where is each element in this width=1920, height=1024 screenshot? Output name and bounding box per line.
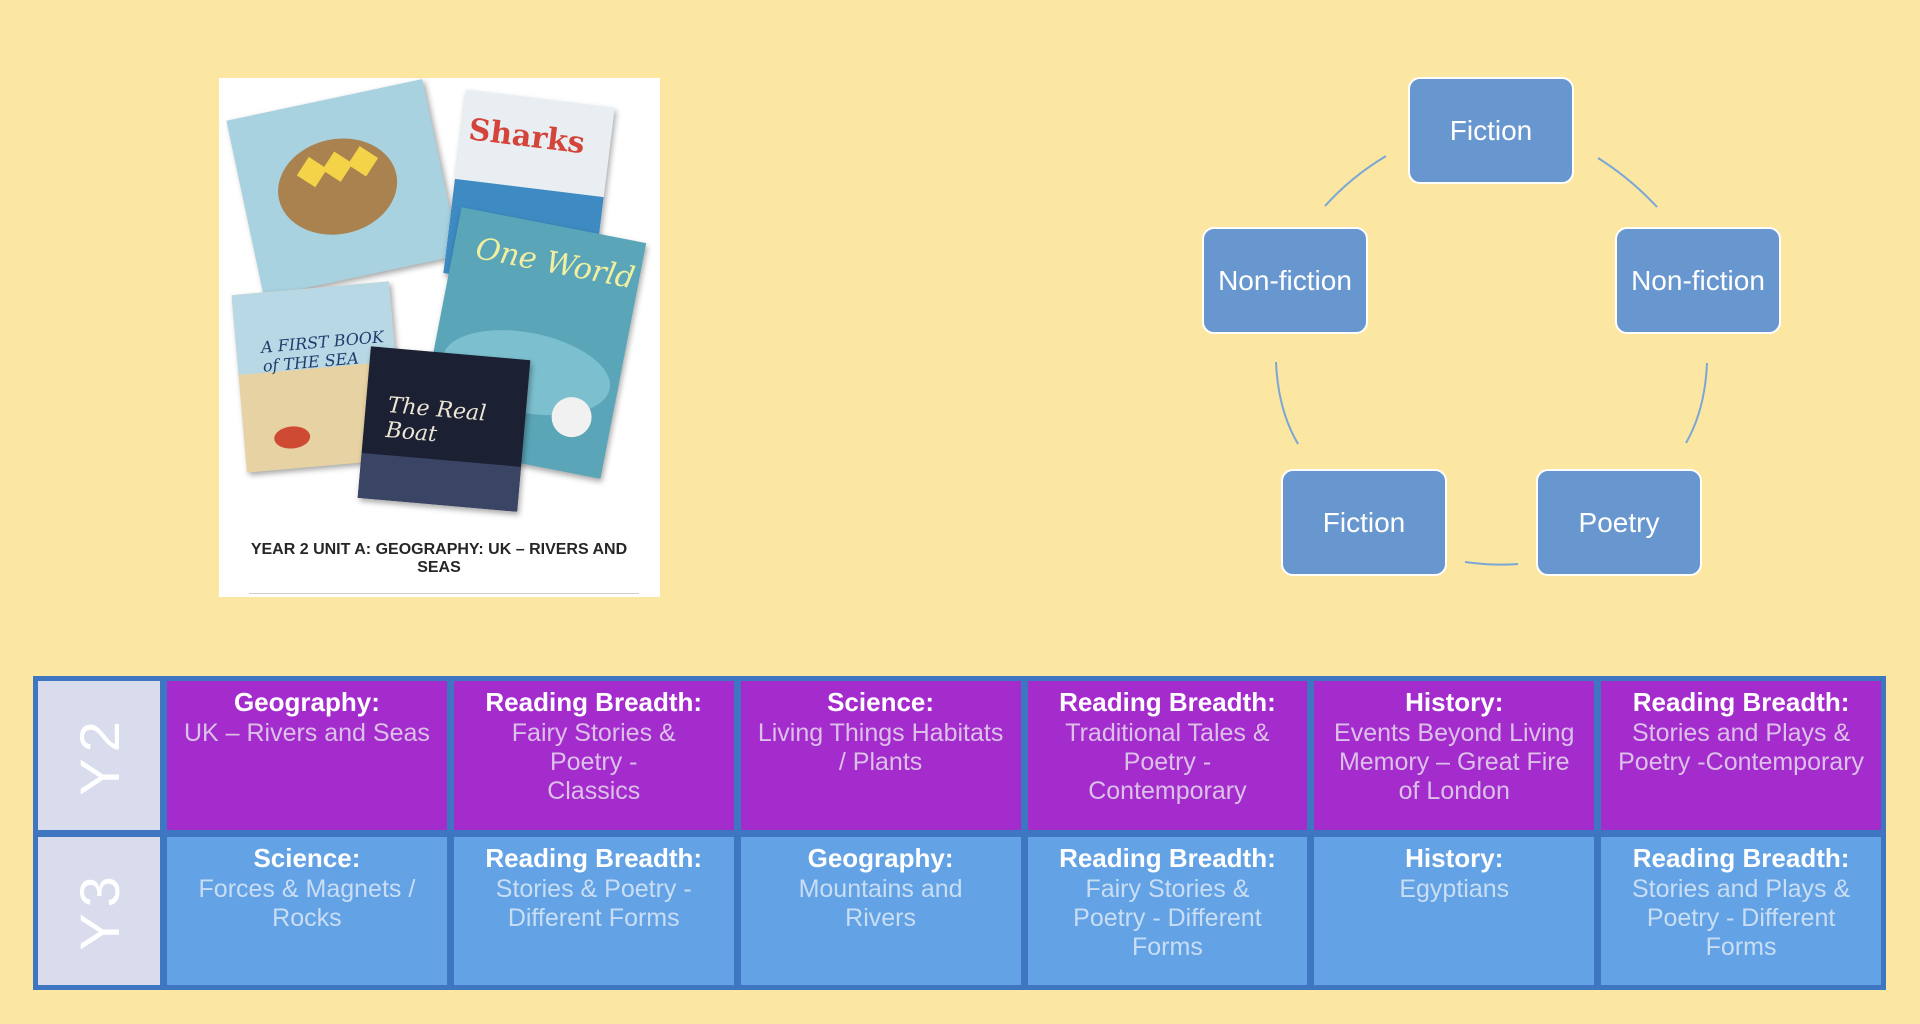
table-cell: Science: Living Things Habitats / Plants: [740, 681, 1021, 830]
cycle-arrow: [1597, 157, 1658, 208]
sharks-book-title: Sharks: [466, 112, 587, 162]
table-cell: History: Events Beyond Living Memory – G…: [1314, 681, 1595, 830]
cell-body: Stories & Poetry - Different Forms: [495, 874, 692, 932]
cycle-arrow: [1324, 155, 1387, 207]
cell-heading: Reading Breadth:: [1632, 687, 1850, 717]
cell-heading: History:: [1405, 687, 1504, 717]
year-cell-y2: Y2: [38, 681, 160, 830]
cell-heading: Geography:: [233, 687, 380, 717]
cycle-arrow: [1464, 561, 1519, 566]
cell-heading: Reading Breadth:: [485, 687, 703, 717]
sea-book-cover: [226, 79, 460, 297]
table-cell: Reading Breadth: Stories and Plays & Poe…: [1601, 681, 1881, 830]
cell-body: Events Beyond Living Memory – Great Fire…: [1334, 719, 1575, 805]
cell-heading: Reading Breadth:: [1632, 842, 1850, 873]
cycle-node-left: Non-fiction: [1202, 227, 1368, 334]
cell-heading: Science:: [827, 687, 935, 717]
cell-body: Living Things Habitats / Plants: [757, 719, 1004, 776]
cell-body: Stories and Plays & Poetry - Different F…: [1631, 874, 1851, 961]
table-cell: Reading Breadth: Stories and Plays & Poe…: [1601, 836, 1881, 985]
table-cell: Reading Breadth: Traditional Tales & Poe…: [1027, 681, 1308, 830]
cell-body: Forces & Magnets / Rocks: [198, 874, 416, 932]
cell-body: Fairy Stories & Poetry - Classics: [511, 719, 676, 805]
year-label: Y2: [67, 715, 131, 796]
cell-heading: Reading Breadth:: [1059, 842, 1276, 873]
cell-body: Egyptians: [1399, 874, 1510, 903]
crab-illustration: [273, 424, 312, 451]
table-cell: Geography: Mountains and Rivers: [740, 836, 1021, 985]
cell-heading: Reading Breadth:: [485, 842, 703, 873]
book-collage-image: Sharks One World A FIRST BOOK of THE SEA…: [219, 78, 660, 597]
cell-body: UK – Rivers and Seas: [183, 719, 430, 747]
turtle-illustration: [269, 127, 407, 246]
real-boat-book-cover: The Real Boat: [357, 346, 531, 512]
caption-divider: [249, 593, 639, 594]
cell-heading: Reading Breadth:: [1059, 687, 1276, 717]
cycle-node-right: Non-fiction: [1615, 227, 1781, 334]
cell-body: Stories and Plays & Poetry -Contemporary: [1618, 719, 1865, 776]
real-boat-book-title: The Real Boat: [384, 393, 488, 448]
cell-heading: History:: [1405, 842, 1504, 873]
year-label: Y3: [67, 870, 131, 952]
table-cell: Science: Forces & Magnets / Rocks: [167, 836, 447, 985]
cycle-node-bottom-right: Poetry: [1536, 469, 1702, 576]
table-cell: Reading Breadth: Fairy Stories & Poetry …: [453, 681, 734, 830]
cell-heading: Science:: [253, 842, 361, 873]
cell-body: Traditional Tales & Poetry - Contemporar…: [1065, 719, 1270, 805]
cycle-arrow: [1685, 362, 1708, 444]
table-cell: Reading Breadth: Fairy Stories & Poetry …: [1027, 836, 1308, 985]
cycle-node-bottom-left: Fiction: [1281, 469, 1447, 576]
cell-body: Mountains and Rivers: [798, 874, 963, 932]
cell-heading: Geography:: [807, 842, 954, 873]
boat-wave-illustration: [357, 452, 521, 512]
table-cell: Geography: UK – Rivers and Seas: [167, 681, 447, 830]
curriculum-table: Y2 Geography: UK – Rivers and Seas Readi…: [33, 676, 1886, 990]
one-world-book-title: One World: [472, 231, 638, 297]
year-cell-y3: Y3: [38, 836, 160, 985]
cycle-arrow: [1275, 361, 1299, 445]
cell-body: Fairy Stories & Poetry - Different Forms: [1073, 874, 1262, 961]
table-cell: Reading Breadth: Stories & Poetry - Diff…: [453, 836, 734, 985]
table-cell: History: Egyptians: [1314, 836, 1595, 985]
cycle-node-top: Fiction: [1408, 77, 1574, 184]
unit-caption: YEAR 2 UNIT A: GEOGRAPHY: UK – RIVERS AN…: [250, 541, 628, 576]
